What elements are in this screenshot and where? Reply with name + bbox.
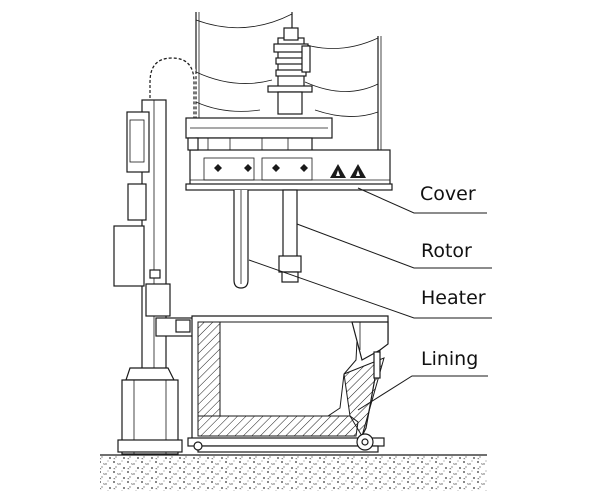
heater-rod [233,190,249,289]
heater-label: Heater [421,287,486,309]
cover [185,117,393,191]
rotor-shaft [278,189,302,283]
rotor-motor [267,27,313,115]
heater-leader [248,259,492,319]
lining-label: Lining [421,348,479,370]
cover-label: Cover [420,183,476,205]
lifting-column [113,99,197,391]
furnace-body [187,315,389,453]
lining-leader [357,375,488,411]
rotor-label: Rotor [421,240,472,262]
overhead-cables [195,12,382,150]
rotor-leader [296,223,492,269]
cable-carrier [146,54,198,120]
cover-leader [357,187,487,214]
column-base [117,367,183,455]
callout-leaders [248,187,492,411]
ground-foundation [100,454,487,491]
